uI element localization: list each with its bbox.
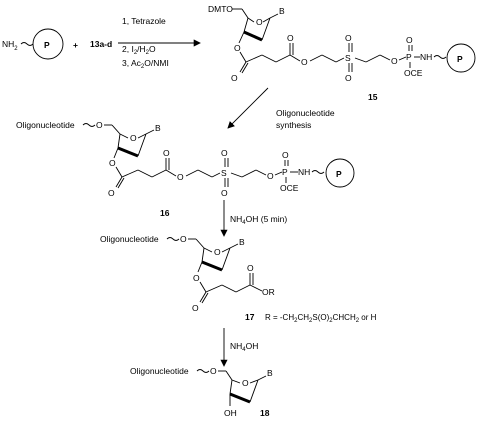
nh4oh-label: NH4OH [230, 341, 258, 353]
svg-text:B: B [267, 368, 273, 378]
svg-text:O: O [221, 148, 228, 158]
svg-text:O: O [177, 172, 184, 182]
nh4oh-5min-label: NH4OH (5 min) [230, 214, 287, 226]
svg-text:B: B [239, 237, 245, 247]
step2-label: 2, I2/H2O [122, 44, 156, 56]
svg-text:P: P [457, 54, 463, 64]
nh2-label: NH2 [2, 39, 18, 52]
svg-text:O: O [163, 148, 170, 158]
svg-text:O: O [193, 273, 200, 283]
svg-text:O: O [109, 158, 116, 168]
compound-18-label: 18 [260, 408, 270, 418]
svg-text:O: O [267, 171, 274, 181]
svg-text:O: O [180, 234, 187, 244]
compound-16-label: 16 [160, 208, 170, 218]
svg-text:O: O [256, 17, 263, 27]
svg-text:O: O [301, 57, 308, 67]
oligo-synthesis-label-2: synthesis [276, 120, 311, 130]
svg-text:P: P [44, 40, 50, 50]
step3-label: 3, Ac2O/NMI [122, 58, 169, 70]
svg-text:O: O [96, 120, 103, 130]
svg-text:O: O [406, 35, 413, 45]
step1-label: 1, Tetrazole [122, 16, 166, 26]
compound-15-label: 15 [368, 92, 378, 102]
r-definition: R = -CH2CH2S(O)2CHCH2 or H [265, 313, 377, 324]
svg-text:S: S [221, 168, 227, 178]
svg-text:NH: NH [420, 52, 432, 62]
svg-text:O: O [130, 133, 137, 143]
svg-text:O: O [108, 188, 115, 198]
svg-text:O: O [234, 43, 241, 53]
plus-sign: + [73, 40, 78, 50]
solid-support-circle [32, 28, 64, 60]
compound-16-structure: Oligonucleotide O O B O O O O S O [16, 120, 355, 198]
svg-text:S: S [345, 53, 351, 63]
svg-text:OCE: OCE [404, 68, 423, 78]
svg-text:O: O [345, 73, 352, 83]
svg-text:OH: OH [224, 408, 237, 418]
arrow-oligo-synthesis [227, 87, 269, 129]
svg-text:O: O [282, 150, 289, 160]
svg-text:P: P [406, 52, 412, 62]
svg-text:OCE: OCE [280, 183, 299, 193]
svg-text:P: P [336, 169, 342, 179]
svg-text:O: O [210, 366, 217, 376]
svg-text:NH: NH [298, 167, 310, 177]
svg-text:O: O [391, 56, 398, 66]
compound-18-structure: Oligonucleotide O O B OH [130, 366, 273, 418]
svg-text:O: O [287, 33, 294, 43]
compound-15-structure: DMTO O B O O O O S O O [208, 4, 476, 83]
svg-text:Oligonucleotide: Oligonucleotide [130, 366, 189, 376]
svg-text:O: O [214, 247, 221, 257]
compound-17-label: 17 [245, 312, 255, 322]
amine-support: NH2 P [2, 28, 64, 60]
svg-text:O: O [345, 33, 352, 43]
svg-text:Oligonucleotide: Oligonucleotide [100, 234, 159, 244]
svg-text:O: O [231, 73, 238, 83]
svg-text:B: B [279, 6, 285, 16]
svg-text:OR: OR [262, 287, 275, 297]
svg-text:O: O [242, 378, 249, 388]
svg-text:B: B [155, 123, 161, 133]
compound-13-label: 13a-d [90, 39, 112, 49]
svg-text:Oligonucleotide: Oligonucleotide [16, 120, 75, 130]
svg-text:O: O [192, 303, 199, 313]
svg-text:P: P [282, 167, 288, 177]
svg-text:O: O [221, 188, 228, 198]
svg-text:DMTO: DMTO [208, 4, 233, 14]
oligo-synthesis-label-1: Oligonucleotide [276, 108, 335, 118]
svg-text:O: O [247, 263, 254, 273]
compound-17-structure: Oligonucleotide O O B O O O OR [100, 234, 275, 313]
